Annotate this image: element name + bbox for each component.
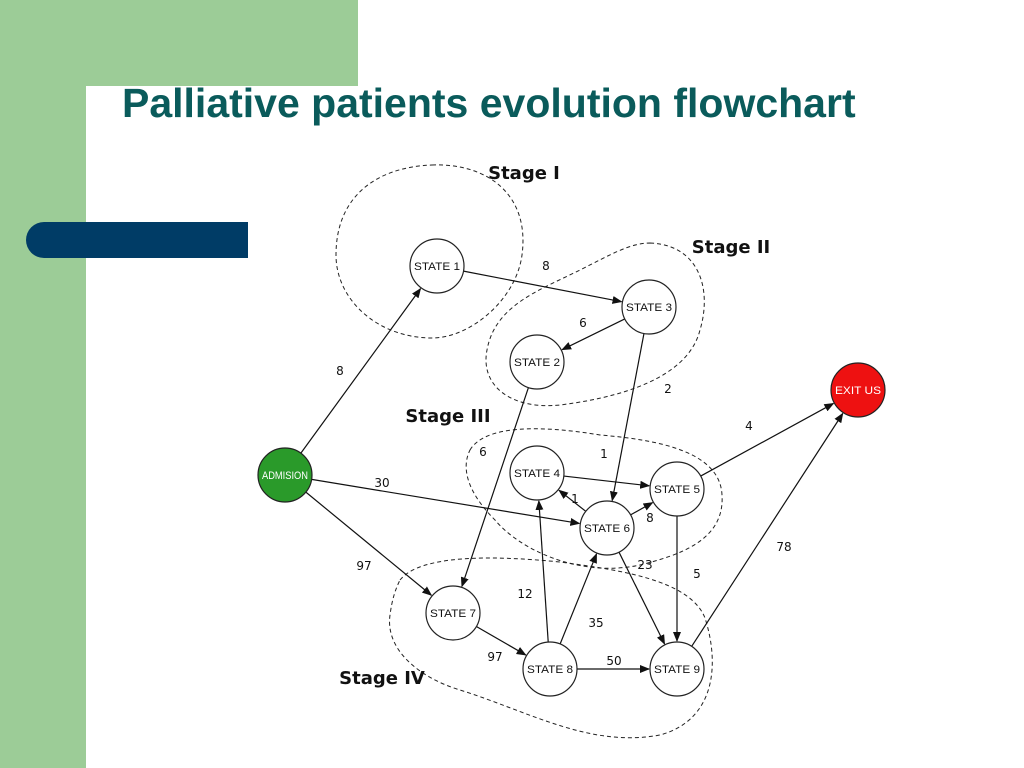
node-state1: STATE 1 (409, 238, 465, 294)
node-state9: STATE 9 (649, 641, 705, 697)
node-state8: STATE 8 (522, 641, 578, 697)
edge-label-admision-state1: 8 (336, 364, 344, 378)
edge-label-state9-exitus: 78 (776, 540, 791, 554)
edge-state7-state8 (476, 625, 527, 656)
edge-admision-state6 (311, 478, 581, 526)
stage-label-stage3: Stage III (405, 406, 490, 427)
edge-state5-exitus (700, 402, 835, 477)
edge-label-state7-state8: 97 (487, 650, 502, 664)
node-state3: STATE 3 (621, 279, 677, 335)
node-admision: ADMISION (257, 447, 313, 503)
edge-label-state6-state9: 23 (637, 558, 652, 572)
node-exitus: EXIT US (830, 362, 886, 418)
node-circle-state9 (649, 641, 705, 697)
edge-state6-state9 (618, 551, 666, 645)
edge-label-state5-exitus: 4 (745, 419, 753, 433)
edge-state8-state6 (559, 553, 598, 645)
edge-label-state2-state7: 6 (479, 445, 487, 459)
edge-state6-state4 (558, 489, 587, 512)
node-state7: STATE 7 (425, 585, 481, 641)
node-state5: STATE 5 (649, 461, 705, 517)
edge-admision-state1 (300, 287, 422, 454)
top-green-band (0, 0, 358, 86)
slide-title: Palliative patients evolution flowchart (122, 80, 856, 126)
edge-label-state5-state9: 5 (693, 567, 701, 581)
node-circle-state6 (579, 500, 635, 556)
edge-label-state3-state6: 2 (664, 382, 672, 396)
node-label-state3: STATE 3 (626, 302, 672, 314)
node-circle-admision (257, 447, 313, 503)
node-label-state6: STATE 6 (584, 523, 630, 535)
edge-label-admision-state6: 30 (374, 476, 389, 490)
edge-label-state3-state2: 6 (579, 316, 587, 330)
edge-label-admision-state7: 97 (356, 559, 371, 573)
node-circle-state7 (425, 585, 481, 641)
edge-label-state1-state3: 8 (542, 259, 550, 273)
stage-region-stage2 (485, 242, 705, 407)
node-label-state5: STATE 5 (654, 484, 700, 496)
stage-label-stage1: Stage I (488, 163, 560, 184)
node-circle-state2 (509, 334, 565, 390)
edge-label-state8-state4: 12 (517, 587, 532, 601)
edge-state2-state7 (460, 387, 530, 588)
edge-label-state8-state9: 50 (606, 654, 621, 668)
node-label-state4: STATE 4 (514, 468, 560, 480)
edge-label-state6-state5: 8 (646, 511, 654, 525)
edge-state4-state5 (563, 475, 651, 489)
node-circle-state4 (509, 445, 565, 501)
node-label-state1: STATE 1 (414, 261, 460, 273)
node-label-exitus: EXIT US (835, 385, 881, 397)
edge-state8-state4 (535, 499, 549, 643)
node-label-admision: ADMISION (262, 470, 308, 482)
edge-state3-state6 (609, 333, 645, 502)
node-circle-state8 (522, 641, 578, 697)
edge-state9-exitus (691, 412, 844, 647)
edge-state1-state3 (463, 270, 623, 304)
stage-region-stage4 (389, 557, 713, 739)
node-state2: STATE 2 (509, 334, 565, 390)
edge-label-state6-state4: 1 (571, 492, 579, 506)
node-circle-state1 (409, 238, 465, 294)
node-label-state8: STATE 8 (527, 664, 573, 676)
node-circle-state3 (621, 279, 677, 335)
left-green-band (0, 0, 86, 768)
stage-region-stage3 (465, 428, 723, 569)
accent-bar (26, 222, 248, 258)
node-circle-state5 (649, 461, 705, 517)
stage-label-stage2: Stage II (692, 237, 770, 258)
node-circle-exitus (830, 362, 886, 418)
node-label-state9: STATE 9 (654, 664, 700, 676)
node-state4: STATE 4 (509, 445, 565, 501)
edge-label-state4-state5: 1 (600, 447, 608, 461)
edge-state3-state2 (561, 318, 626, 351)
edge-state6-state5 (630, 502, 654, 516)
node-label-state7: STATE 7 (430, 608, 476, 620)
node-state6: STATE 6 (579, 500, 635, 556)
stage-label-stage4: Stage IV (339, 668, 425, 689)
stage-region-stage1 (335, 164, 524, 339)
node-label-state2: STATE 2 (514, 357, 560, 369)
edge-admision-state7 (305, 491, 433, 596)
edge-label-state8-state6: 35 (588, 616, 603, 630)
